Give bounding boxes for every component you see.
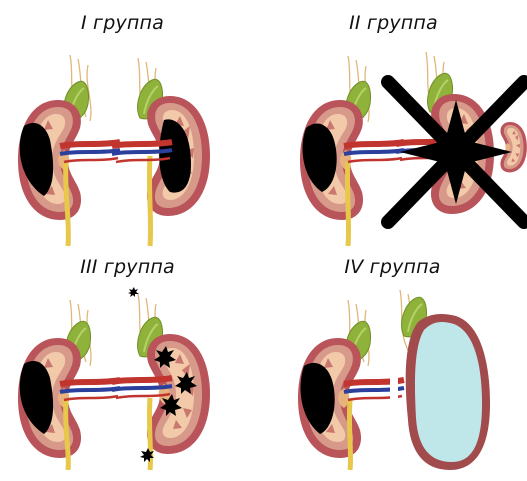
group-4-cyst-kidney <box>390 290 490 470</box>
x-mark-icon <box>388 82 524 222</box>
group-3-right-kidney <box>112 294 210 470</box>
group-2-small-kidney <box>500 122 526 172</box>
kidney-illustration <box>0 0 527 470</box>
